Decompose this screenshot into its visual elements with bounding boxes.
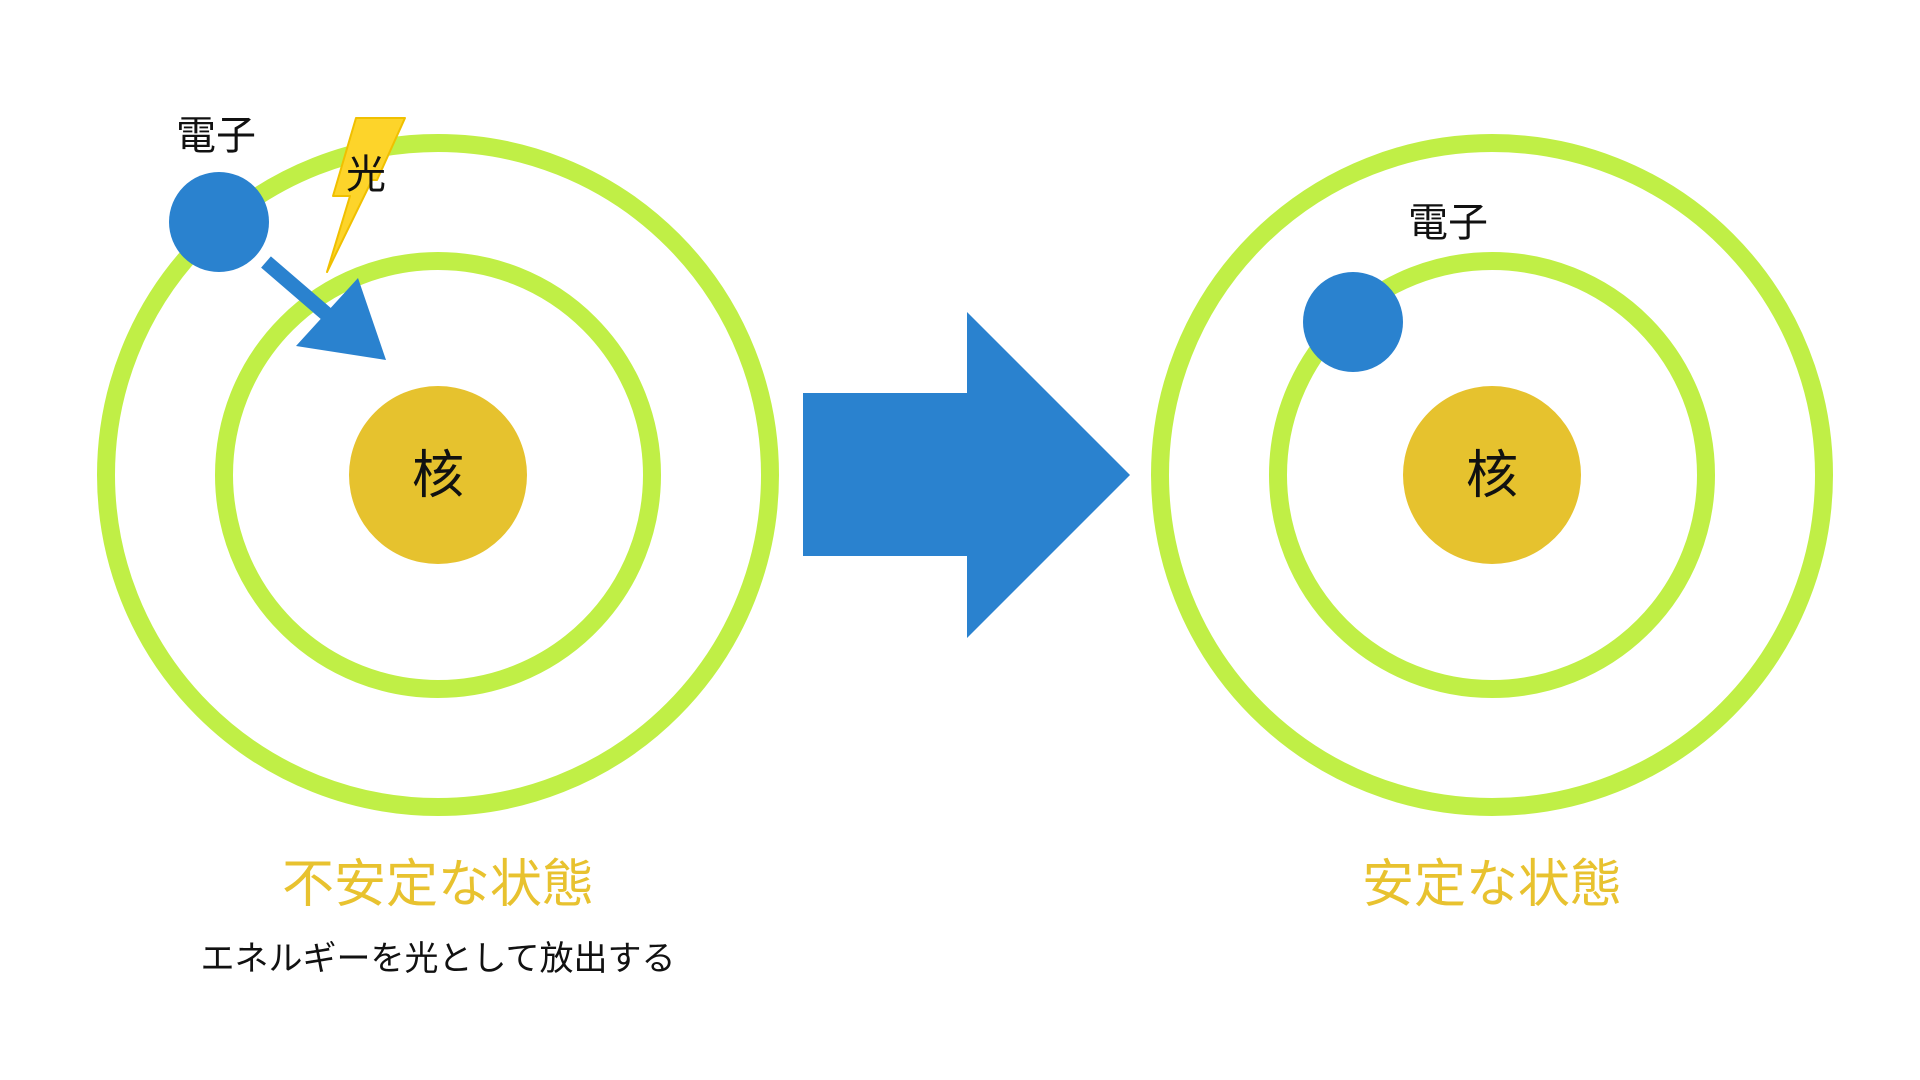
right-atom: 核 電子 安定な状態 [1151, 134, 1833, 915]
right-nucleus [1403, 386, 1581, 564]
left-electron-label: 電子 [176, 113, 256, 159]
left-electron [169, 172, 269, 272]
right-electron [1303, 272, 1403, 372]
left-nucleus-label: 核 [412, 446, 464, 506]
left-state-label: 不安定な状態 [282, 855, 594, 915]
right-electron-label: 電子 [1408, 200, 1488, 246]
diagonal-arrow-icon [296, 278, 386, 360]
left-caption: エネルギーを光として放出する [201, 939, 676, 979]
left-atom: 核 光 電子 不安定な状態 エネルギーを光として放出する [97, 113, 779, 979]
lightning-bolt-icon [326, 117, 406, 273]
left-inner-orbit [215, 252, 661, 698]
right-outer-orbit [1151, 134, 1833, 816]
left-nucleus [349, 386, 527, 564]
right-nucleus-label: 核 [1466, 446, 1518, 506]
left-outer-orbit [97, 134, 779, 816]
right-inner-orbit [1269, 252, 1715, 698]
right-arrow-icon [803, 312, 1130, 638]
light-label: 光 [346, 152, 386, 198]
right-state-label: 安定な状態 [1362, 855, 1622, 915]
electron-move-arrow [261, 256, 386, 360]
